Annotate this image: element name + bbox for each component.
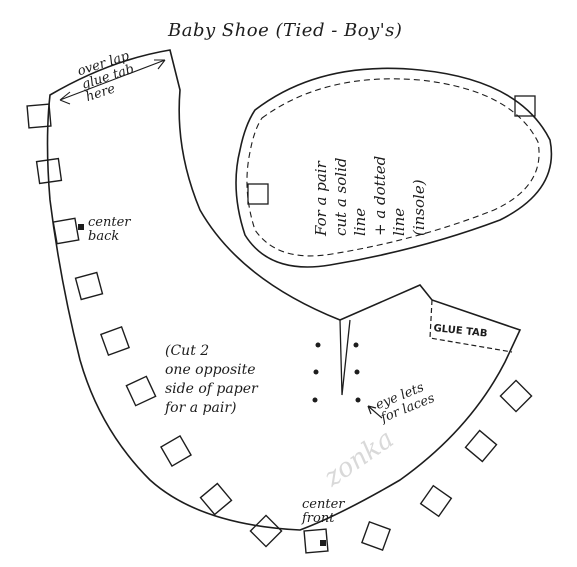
sole-instruction-label: For a pair cut a solid line + a dotted l… <box>312 155 428 236</box>
center-back-label: center back <box>88 215 131 244</box>
page-title: Baby Shoe (Tied - Boy's) <box>168 20 403 41</box>
sole-tab-right <box>514 95 536 117</box>
edge-tabs <box>26 103 533 554</box>
eyelet-arrow <box>367 405 383 419</box>
sole-tab-left <box>247 183 269 205</box>
cut-instruction-label: (Cut 2 one opposite side of paper for a … <box>165 343 258 416</box>
sole-outline <box>235 67 553 268</box>
front-slit <box>339 319 351 396</box>
center-front-marker <box>320 540 326 546</box>
overlap-arrow <box>59 59 166 105</box>
center-front-label: center front <box>302 497 345 526</box>
center-back-marker <box>78 224 84 230</box>
sole-inner-dotted <box>246 78 540 257</box>
glue-tab-line <box>429 299 513 353</box>
shoe-upper-outline <box>46 49 522 531</box>
eyelet-dots <box>312 342 361 403</box>
